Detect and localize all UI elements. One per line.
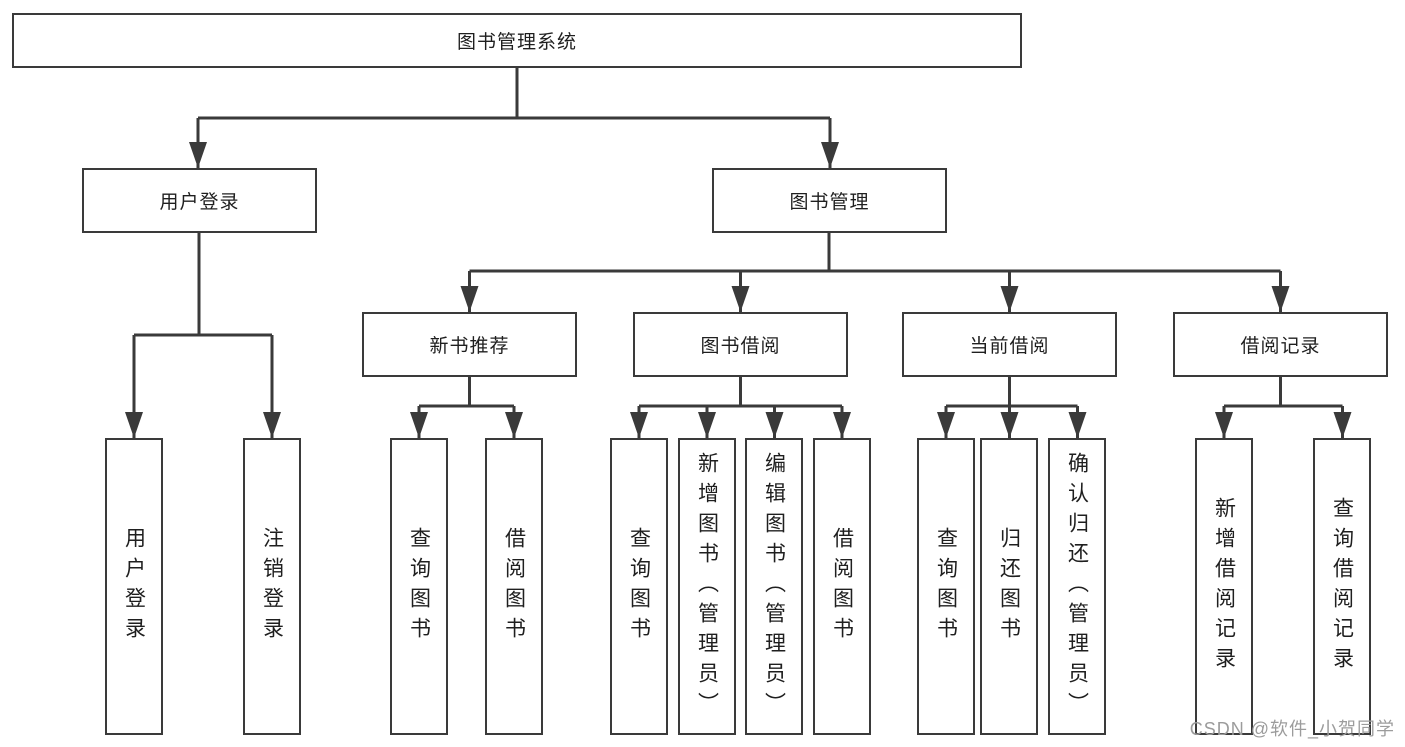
leaf-query-books-1-label: 查询图书 (407, 526, 431, 647)
node-root: 图书管理系统 (12, 13, 1022, 68)
node-book-management: 图书管理 (712, 168, 947, 233)
leaf-confirm-return-admin: 确认归还（管理员） (1048, 438, 1106, 735)
leaf-borrow-books-1: 借阅图书 (485, 438, 543, 735)
leaf-add-borrow-record: 新增借阅记录 (1195, 438, 1253, 735)
node-book-borrow: 图书借阅 (633, 312, 848, 377)
connector-book-management-children (468, 233, 1282, 312)
leaf-borrow-books-2-label: 借阅图书 (830, 526, 854, 647)
leaf-add-borrow-record-label: 新增借阅记录 (1212, 496, 1236, 677)
leaf-query-books-2-label: 查询图书 (627, 526, 651, 647)
node-user-login: 用户登录 (82, 168, 317, 233)
leaf-edit-book-admin-label: 编辑图书（管理员） (762, 451, 786, 722)
leaf-user-login-label: 用户登录 (122, 526, 146, 647)
connector-book-borrow-children (637, 377, 844, 438)
leaf-add-book-admin: 新增图书（管理员） (678, 438, 736, 735)
node-current-borrow: 当前借阅 (902, 312, 1117, 377)
leaf-query-books-1: 查询图书 (390, 438, 448, 735)
leaf-query-books-3: 查询图书 (917, 438, 975, 735)
leaf-borrow-books-1-label: 借阅图书 (502, 526, 526, 647)
connector-borrow-records-children (1222, 377, 1344, 438)
leaf-logout: 注销登录 (243, 438, 301, 735)
connector-root-to-level1 (196, 68, 832, 168)
leaf-confirm-return-admin-label: 确认归还（管理员） (1065, 451, 1089, 722)
leaf-return-book-label: 归还图书 (997, 526, 1021, 647)
connector-new-book-children (417, 377, 516, 438)
leaf-return-book: 归还图书 (980, 438, 1038, 735)
node-new-book-recommend: 新书推荐 (362, 312, 577, 377)
leaf-query-borrow-record-label: 查询借阅记录 (1330, 496, 1354, 677)
csdn-watermark: CSDN @软件_小贺同学 (1189, 719, 1395, 739)
node-borrow-records: 借阅记录 (1173, 312, 1388, 377)
leaf-add-book-admin-label: 新增图书（管理员） (695, 451, 719, 722)
leaf-query-borrow-record: 查询借阅记录 (1313, 438, 1371, 735)
connector-user-login-children (132, 233, 274, 438)
arrowheads (125, 142, 1352, 438)
leaf-edit-book-admin: 编辑图书（管理员） (745, 438, 803, 735)
leaf-borrow-books-2: 借阅图书 (813, 438, 871, 735)
leaf-query-books-3-label: 查询图书 (934, 526, 958, 647)
leaf-logout-label: 注销登录 (260, 526, 284, 647)
leaf-query-books-2: 查询图书 (610, 438, 668, 735)
leaf-user-login: 用户登录 (105, 438, 163, 735)
